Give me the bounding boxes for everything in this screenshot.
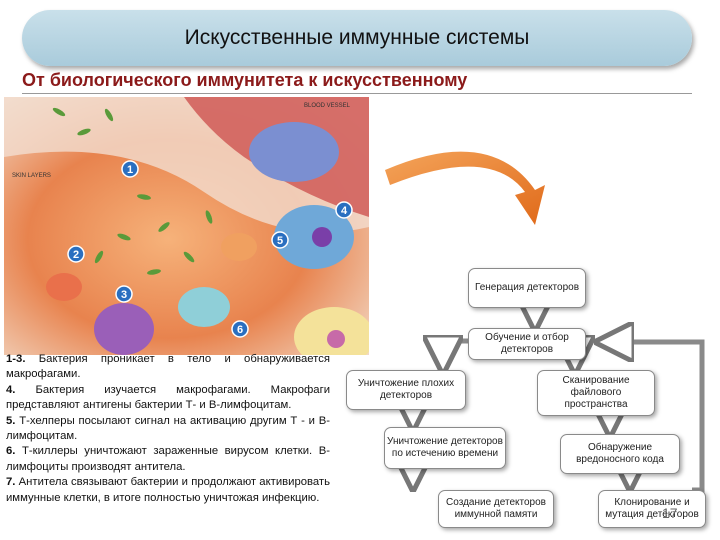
step-marker-1: 1: [121, 160, 139, 178]
detector-flowchart: Генерация детекторов Обучение и отбор де…: [340, 130, 720, 540]
page-subtitle: От биологического иммунитета к искусстве…: [22, 70, 468, 90]
item-number: 1-3.: [6, 353, 26, 365]
node-detection: Обнаружение вредоносного кода: [560, 434, 680, 474]
node-generation: Генерация детекторов: [468, 268, 586, 308]
step-marker-6: 6: [231, 320, 249, 338]
item-number: 6.: [6, 445, 16, 458]
cell-nucleus: [327, 330, 345, 348]
item-text: Бактерия изучается макрофагами. Макрофаг…: [6, 383, 331, 412]
bacteria-group: [52, 107, 213, 275]
item-text: Т-хелперы посылают сигнал на активацию д…: [6, 414, 331, 443]
item-number: 5.: [6, 414, 16, 427]
blood-cell: [249, 122, 339, 182]
step-marker-3: 3: [115, 285, 133, 303]
orange-transition-arrow: [385, 151, 545, 225]
item-number: 7.: [6, 476, 16, 489]
skin-layers-label: SKIN LAYERS: [12, 173, 51, 179]
svg-text:5: 5: [277, 235, 283, 247]
immune-system-illustration: SKIN LAYERS BLOOD VESSEL 1 2 3 4 5 6: [4, 97, 369, 355]
title-bar: Искусственные иммунные системы: [22, 10, 692, 66]
description-item: 1-3. Бактерия проникает в тело и обнаруж…: [6, 352, 330, 383]
description-item: 4. Бактерия изучается макрофагами. Макро…: [6, 383, 330, 414]
node-memory: Создание детекторов иммунной памяти: [438, 490, 554, 528]
cell-nucleus: [312, 227, 332, 247]
node-scanning: Сканирование файлового пространства: [537, 370, 655, 416]
description-item: 5. Т-хелперы посылают сигнал на активаци…: [6, 414, 330, 445]
step-marker-5: 5: [271, 231, 289, 249]
process-description: 1-3. Бактерия проникает в тело и обнаруж…: [6, 352, 330, 506]
description-item: 6. Т-киллеры уничтожают зараженные вирус…: [6, 444, 330, 475]
blood-vessel-label: BLOOD VESSEL: [304, 103, 351, 109]
svg-text:6: 6: [237, 324, 243, 336]
subtitle-divider: [22, 93, 692, 94]
plasma-cell: [294, 307, 369, 355]
svg-text:4: 4: [341, 205, 348, 217]
t-helper-cell: [178, 287, 230, 327]
step-marker-4: 4: [335, 201, 353, 219]
page-title: Искусственные иммунные системы: [184, 26, 530, 49]
node-cloning: Клонирование и мутация детекторов: [598, 490, 706, 528]
svg-text:2: 2: [73, 249, 79, 261]
step-markers: 1 2 3 4 5 6: [67, 160, 353, 338]
lymphocyte-cell: [46, 273, 82, 301]
lymphocyte-cell: [221, 233, 257, 261]
item-text: Бактерия проникает в тело и обнаруживает…: [6, 353, 331, 381]
node-training: Обучение и отбор детекторов: [468, 328, 586, 360]
step-marker-2: 2: [67, 245, 85, 263]
item-number: 4.: [6, 383, 16, 396]
svg-text:1: 1: [127, 164, 133, 176]
item-text: Антитела связывают бактерии и продолжают…: [6, 476, 330, 504]
node-expire-destroy: Уничтожение детекторов по истечению врем…: [384, 427, 506, 469]
t-killer-cell: [94, 303, 154, 355]
description-item: 7. Антитела связывают бактерии и продолж…: [6, 475, 330, 506]
page-number: 17: [662, 505, 678, 521]
svg-text:3: 3: [121, 289, 127, 301]
node-bad-destroy: Уничтожение плохих детекторов: [346, 370, 466, 410]
arrow-training-to-bad: [443, 341, 470, 365]
item-text: Т-киллеры уничтожают зараженные вирусом …: [6, 445, 330, 473]
